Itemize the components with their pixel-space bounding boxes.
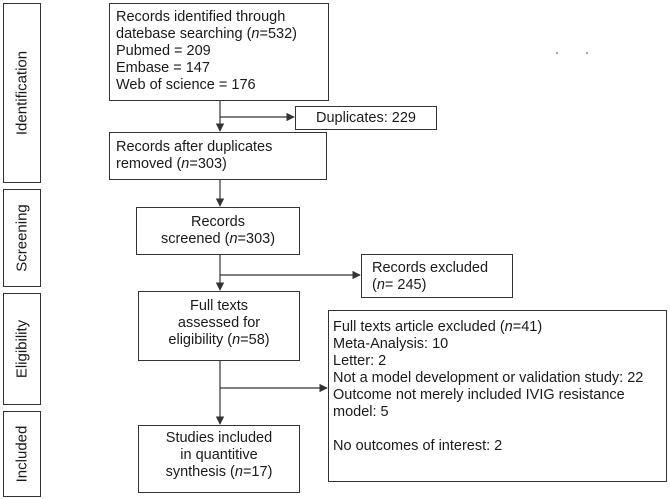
included-line3: synthesis (n=17)	[165, 464, 273, 480]
speck	[586, 52, 588, 54]
records-web-of-science: Web of science = 176	[116, 77, 256, 93]
after-duplicates-line1: Records after duplicates	[116, 139, 273, 155]
records-screened-box: Records screened (n=303)	[136, 207, 300, 255]
ft-excluded-line1: Full texts article excluded (n=41)	[333, 319, 543, 335]
ft-excluded-no-outcomes: No outcomes of interest: 2	[333, 438, 503, 454]
screened-line2: screened (n=303)	[160, 231, 276, 247]
fulltext-line3: eligibility (n=58)	[168, 332, 270, 348]
excluded-line1: Records excluded	[372, 260, 489, 276]
duplicates-box: Duplicates: 229	[295, 106, 437, 130]
records-excluded-box: Records excluded (n= 245)	[361, 254, 513, 298]
fulltext-assessed-box: Full texts assessed for eligibility (n=5…	[138, 291, 300, 361]
included-line2: in quantitive	[180, 447, 258, 463]
screened-line1: Records	[191, 214, 245, 230]
records-embase: Embase = 147	[116, 60, 210, 76]
included-line1: Studies included	[165, 430, 273, 446]
fulltext-excluded-box: Full texts article excluded (n=41) Meta-…	[328, 310, 667, 482]
records-after-duplicates-box: Records after duplicates removed (n=303)	[109, 132, 327, 180]
records-identified-line1: Records identified through	[116, 9, 286, 25]
after-duplicates-line2: removed (n=303)	[116, 156, 227, 172]
ft-excluded-outcome-line1: Outcome not merely included IVIG resista…	[333, 387, 625, 403]
phase-eligibility: Eligibility	[3, 293, 41, 405]
ft-excluded-not-model: Not a model development or validation st…	[333, 370, 644, 386]
speck	[556, 52, 558, 54]
studies-included-box: Studies included in quantitive synthesis…	[138, 425, 300, 493]
fulltext-line2: assessed for	[177, 315, 261, 331]
excluded-line2: (n= 245)	[372, 277, 427, 293]
records-pubmed: Pubmed = 209	[116, 43, 211, 59]
ft-excluded-letter: Letter: 2	[333, 353, 387, 369]
records-identified-line2: datebase searching (n=532)	[116, 26, 297, 42]
phase-identification: Identification	[3, 3, 41, 183]
phase-included: Included	[3, 411, 41, 497]
ft-excluded-outcome-line2: model: 5	[333, 404, 389, 420]
ft-excluded-meta-analysis: Meta-Analysis: 10	[333, 336, 449, 352]
duplicates-text: Duplicates: 229	[316, 110, 416, 126]
records-identified-box: Records identified through datebase sear…	[109, 3, 329, 101]
phase-screening: Screening	[3, 189, 41, 287]
fulltext-line1: Full texts	[189, 298, 248, 314]
